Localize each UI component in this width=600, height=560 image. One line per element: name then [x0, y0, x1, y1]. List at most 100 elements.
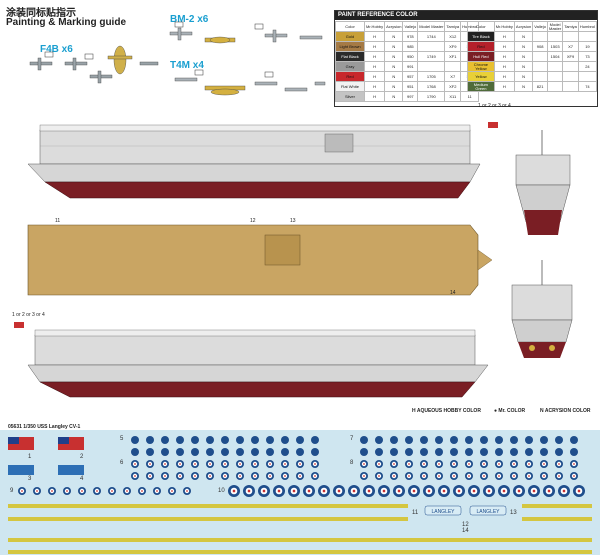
roundel-decal: [420, 436, 428, 444]
paint-code: [562, 31, 579, 42]
paint-code: H: [363, 51, 386, 62]
roundel-decal: [435, 448, 443, 456]
col-humbrol: Humbrol: [577, 21, 598, 32]
roundel-decal: [206, 436, 214, 444]
decal-number: 14: [462, 528, 469, 534]
roundel-decal: [146, 436, 154, 444]
paint-reference-table: PAINT REFERENCE COLOR Color Mr.Hobby Acr…: [334, 10, 598, 107]
roundel-decal: [206, 448, 214, 456]
title-english: Painting & Marking guide: [6, 17, 127, 28]
roundel-center: [513, 463, 515, 465]
paint-code: 957: [402, 71, 419, 82]
roundel-center: [134, 475, 136, 477]
t4m-label: T4M x4: [170, 60, 204, 71]
roundel-center: [483, 475, 485, 477]
paint-code: [417, 41, 446, 52]
paint-code: 11: [460, 91, 480, 102]
paint-code: [562, 81, 579, 92]
roundel-center: [269, 475, 271, 477]
col-tamiya: Tamiya: [444, 21, 462, 32]
roundel-center: [562, 489, 566, 493]
decal-number: 1: [28, 454, 32, 460]
paint-code: N: [384, 41, 404, 52]
decal-number: 11: [412, 510, 419, 516]
t4m-planes: [174, 77, 326, 96]
paint-code: 73: [577, 51, 598, 62]
roundel-center: [513, 475, 515, 477]
roundel-center: [164, 475, 166, 477]
paint-code: 1705: [417, 71, 446, 82]
roundel-center: [352, 489, 356, 493]
decal-sheet: LANGLEY LANGLEY 1 2 3 4 5 6 7 8 9 10 11 …: [0, 430, 600, 555]
roundel-center: [393, 463, 395, 465]
roundel-decal: [525, 448, 533, 456]
roundel-decal: [176, 436, 184, 444]
paint-swatch: Hull Red: [467, 51, 495, 62]
f4b-label: F4B x6: [40, 44, 73, 55]
roundel-center: [408, 463, 410, 465]
decal-number: 9: [10, 488, 14, 494]
roundel-decal: [296, 448, 304, 456]
col-mrhobby: Mr.Hobby: [493, 21, 515, 32]
roundel-decal: [450, 448, 458, 456]
paint-code: H: [493, 41, 515, 52]
roundel-center: [179, 463, 181, 465]
paint-code: [577, 31, 598, 42]
paint-swatch: Medium Green: [467, 81, 495, 92]
roundel-center: [322, 489, 326, 493]
roundel-decal: [540, 436, 548, 444]
roundel-center: [453, 475, 455, 477]
roundel-center: [367, 489, 371, 493]
legend-aqueous: H AQUEOUS HOBBY COLOR: [412, 408, 481, 414]
paint-code: [546, 31, 564, 42]
paint-code: [577, 71, 598, 82]
roundel-center: [457, 489, 461, 493]
bm2-planes: [169, 27, 323, 44]
paint-code: H: [363, 81, 386, 92]
paint-code: H: [363, 31, 386, 42]
roundel-center: [558, 475, 560, 477]
paint-code: H: [363, 71, 386, 82]
paint-swatch: Chrome Yellow: [467, 61, 495, 72]
roundel-decal: [390, 436, 398, 444]
roundel-center: [179, 475, 181, 477]
roundel-decal: [570, 436, 578, 444]
roundel-decal: [405, 448, 413, 456]
decal-graphics: LANGLEY LANGLEY: [8, 436, 592, 554]
roundel-center: [577, 489, 581, 493]
paint-code: 997: [402, 91, 419, 102]
paint-code: N: [513, 71, 534, 82]
legend-mrcolor: ● Mr. COLOR: [494, 408, 526, 414]
paint-code: 1504: [546, 51, 564, 62]
roundel-center: [363, 475, 365, 477]
paint-header-row: Color Mr.Hobby Acrysion Vallejo Model Ma…: [335, 21, 480, 32]
col-modelmaster: Model Master: [546, 21, 564, 32]
ship-name-decals: LANGLEY LANGLEY: [424, 505, 507, 516]
roundel-center: [299, 463, 301, 465]
roundel-center: [314, 475, 316, 477]
paint-row: Flat WhiteHN9511768XF234: [335, 81, 480, 92]
part-number: 11: [55, 218, 61, 224]
roundel-center: [528, 463, 530, 465]
roundel-decal: [311, 436, 319, 444]
roundel-center: [171, 490, 173, 492]
paint-code: 19: [577, 41, 598, 52]
roundel-center: [438, 475, 440, 477]
roundel-center: [194, 463, 196, 465]
roundel-decal: [236, 436, 244, 444]
col-vallejo: Vallejo: [532, 21, 548, 32]
paint-code: H: [493, 81, 515, 92]
roundel-center: [254, 463, 256, 465]
roundel-decal: [420, 448, 428, 456]
roundel-decal: [161, 448, 169, 456]
roundel-decal: [281, 448, 289, 456]
roundel-decal: [311, 448, 319, 456]
paint-code: N: [513, 51, 534, 62]
paint-row: GrayHN99164: [335, 61, 480, 72]
ship-name-label: LANGLEY: [431, 509, 455, 515]
roundel-decal: [510, 448, 518, 456]
paint-code: H: [363, 91, 386, 102]
paint-code: 991: [402, 61, 419, 72]
